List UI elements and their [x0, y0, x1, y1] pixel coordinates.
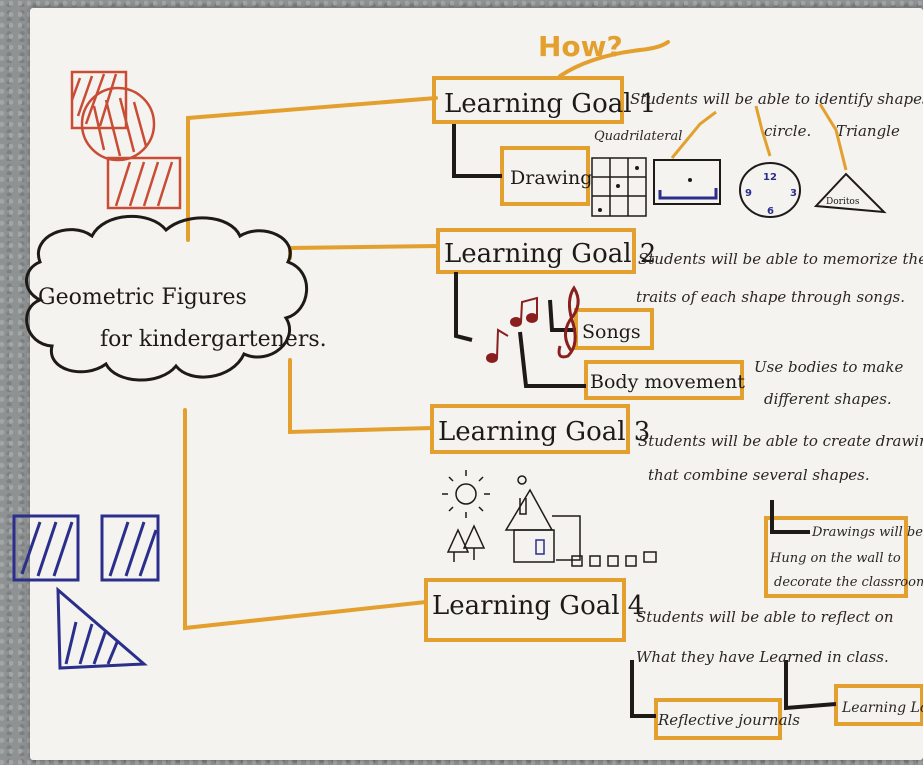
red-circle-icon	[80, 86, 156, 162]
goal2-title: Learning Goal 2	[444, 239, 656, 269]
goal-boxes	[424, 76, 923, 740]
drawings-hung-line1: Drawings will be	[811, 525, 923, 540]
grid-square-icon	[591, 157, 647, 217]
branch-goal3	[288, 358, 434, 435]
red-rectangle-icon	[106, 156, 182, 210]
doritos-drawing: Doritos	[813, 172, 887, 214]
blue-square-icon-2	[100, 514, 160, 582]
learning-log-label: Learning Log	[841, 700, 923, 716]
goal2-description-line1: Students will be able to memorize the	[638, 250, 923, 268]
goal3-description-line1: Students will be able to create drawings	[638, 432, 923, 450]
goal3-box	[430, 404, 630, 454]
goal1-title: Learning Goal 1	[444, 89, 656, 119]
pointer-quadrilateral	[670, 110, 717, 159]
body-movement-box	[584, 360, 744, 400]
central-topic-line2: for kindergarteners.	[100, 327, 327, 352]
goal4-description-line2: What they have Learned in class.	[636, 648, 889, 666]
goal2-description-line2: traits of each shape through songs.	[636, 288, 905, 306]
goal3-description-line2: that combine several shapes.	[648, 466, 870, 484]
songs-label: Songs	[582, 321, 641, 343]
connector-journals	[630, 660, 656, 718]
house-icon	[513, 529, 555, 563]
goal4-title: Learning Goal 4	[432, 591, 644, 621]
branch-goal4	[183, 408, 428, 631]
triangle-label: Triangle	[836, 122, 900, 140]
how-label: How?	[538, 30, 623, 63]
clock-number-6: 6	[767, 206, 774, 217]
poster-paper	[30, 8, 923, 760]
clock-number-9: 9	[745, 188, 752, 199]
drawings-hung-line3: decorate the classroom	[774, 575, 923, 590]
sub-connectors	[452, 124, 837, 718]
goal4-box	[424, 578, 626, 642]
goal3-title: Learning Goal 3	[438, 417, 650, 447]
body-movement-note-line2: different shapes.	[764, 390, 892, 408]
quadrilateral-label: Quadrilateral	[594, 129, 682, 144]
clock-number-12: 12	[763, 172, 777, 183]
pointer-triangle	[818, 103, 848, 171]
clock-drawing: 12 3 6 9	[739, 162, 801, 218]
connector-learning-log	[784, 660, 837, 711]
grid-drawing	[591, 157, 647, 217]
doritos-text: Doritos	[826, 197, 860, 207]
pointer-circle	[754, 105, 772, 157]
music-notes-drawing	[486, 285, 580, 363]
red-shapes-decoration	[70, 70, 182, 210]
blue-triangle-icon	[56, 586, 148, 670]
connector-songs	[454, 272, 586, 388]
drawing-label: Drawing	[510, 167, 592, 189]
how-branch	[558, 40, 670, 78]
house-sun-drawing	[442, 470, 657, 567]
grid-dots	[598, 166, 639, 212]
goal2-box	[436, 228, 636, 274]
body-movement-note-line1: Use bodies to make	[754, 358, 903, 376]
trees-icon	[446, 524, 486, 562]
treble-clef-icon	[557, 285, 580, 359]
house-roof-icon	[504, 488, 554, 531]
central-topic-cloud	[25, 215, 308, 382]
drawings-hung-line2: Hung on the wall to	[769, 551, 901, 566]
connector-drawings-hung	[770, 500, 810, 534]
sun-icon	[455, 483, 477, 505]
doritos-triangle-icon	[813, 172, 887, 214]
blue-square-icon	[12, 514, 80, 582]
goal1-box	[432, 76, 624, 124]
circle-label: circle.	[764, 122, 811, 140]
clock-icon	[739, 162, 801, 218]
shape-pointer-lines	[670, 103, 848, 171]
clock-number-3: 3	[790, 188, 797, 199]
goal4-description-line1: Students will be able to reflect on	[636, 608, 893, 626]
rectangle-drawing	[653, 159, 721, 205]
blue-shapes-decoration	[12, 514, 160, 670]
drawings-hung-box	[764, 516, 908, 598]
reflective-journals-box	[654, 698, 782, 740]
branch-goal2	[288, 244, 440, 260]
reflective-journals-label: Reflective journals	[657, 711, 800, 729]
goal1-description: Students will be able to identify shapes…	[630, 90, 923, 108]
branch-goal1	[186, 96, 438, 242]
body-movement-label: Body movement	[590, 371, 745, 393]
connector-drawing	[452, 124, 502, 178]
central-topic-line1: Geometric Figures	[38, 285, 247, 310]
